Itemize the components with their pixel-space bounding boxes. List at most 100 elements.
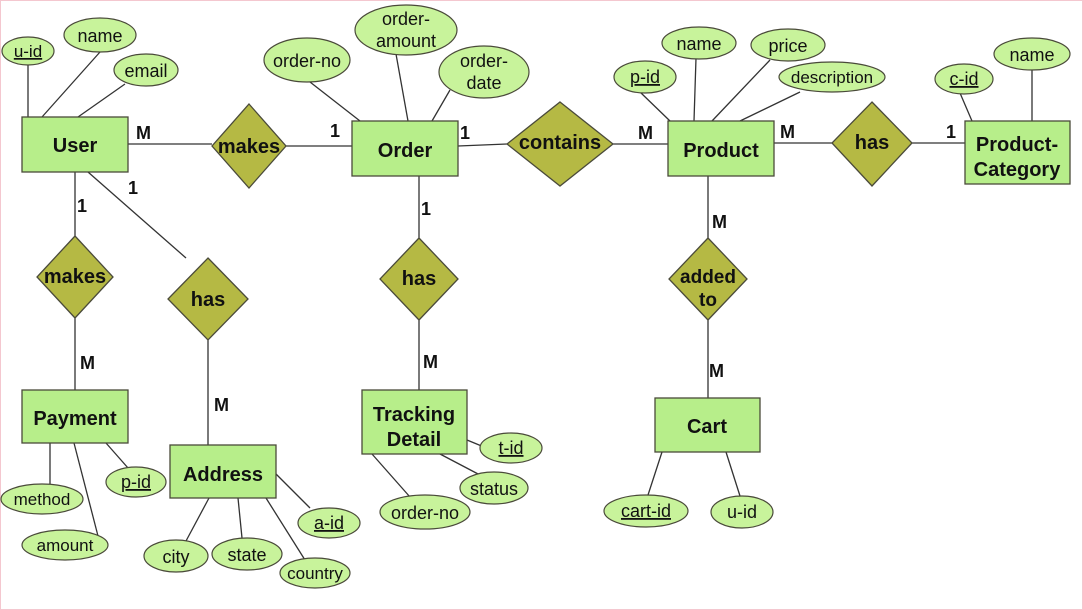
entity-tracking-label-1: Tracking: [373, 404, 455, 426]
svg-text:u-id: u-id: [727, 502, 757, 522]
svg-text:order-no: order-no: [273, 51, 341, 71]
relationship-order-has-tracking-label: has: [402, 268, 436, 290]
attribute-address-aid[interactable]: a-id: [297, 507, 361, 539]
attribute-order-amount[interactable]: order- amount: [354, 4, 458, 56]
attribute-address-country[interactable]: country: [279, 557, 351, 589]
svg-text:p-id: p-id: [630, 67, 660, 87]
relationship-user-makes-payment-label: makes: [44, 266, 106, 288]
relationship-added-to-label-2: to: [699, 290, 717, 311]
entity-address[interactable]: Address: [169, 444, 277, 499]
attribute-tracking-tid[interactable]: t-id: [479, 432, 543, 464]
entity-tracking-label-2: Detail: [387, 429, 441, 451]
svg-text:status: status: [470, 479, 518, 499]
cardinality-labels: M 1 1 M M 1 1 M 1 M 1 M M M: [77, 121, 956, 415]
cardinality-has-category: 1: [946, 122, 956, 142]
relationship-order-contains-product[interactable]: contains: [505, 101, 615, 187]
entity-payment-label: Payment: [33, 408, 117, 430]
svg-text:order-no: order-no: [391, 503, 459, 523]
cardinality-tracking-order: 1: [421, 199, 431, 219]
relationship-order-has-tracking[interactable]: has: [379, 237, 459, 321]
cardinality-has-product: M: [780, 122, 795, 142]
attribute-category-name[interactable]: name: [993, 37, 1071, 71]
entity-product-category[interactable]: Product- Category: [964, 120, 1071, 185]
entity-product-label: Product: [683, 140, 759, 162]
cardinality-tracking-tracking: M: [423, 352, 438, 372]
entity-product-category-label-2: Category: [974, 159, 1062, 181]
entity-order[interactable]: Order: [351, 120, 459, 177]
attribute-cart-uid[interactable]: u-id: [710, 495, 774, 529]
relationship-product-has-category-label: has: [855, 132, 889, 154]
svg-text:date: date: [466, 73, 501, 93]
attribute-tracking-status[interactable]: status: [459, 471, 529, 505]
svg-text:country: country: [287, 564, 343, 583]
attribute-user-email[interactable]: email: [113, 53, 179, 87]
attribute-tracking-orderno[interactable]: order-no: [379, 494, 471, 530]
entity-tracking-detail[interactable]: Tracking Detail: [361, 389, 468, 455]
relationship-product-has-category[interactable]: has: [831, 101, 913, 187]
svg-text:c-id: c-id: [949, 69, 978, 89]
svg-text:cart-id: cart-id: [621, 501, 671, 521]
cardinality-cart-cart: M: [709, 361, 724, 381]
attribute-payment-method[interactable]: method: [0, 483, 84, 515]
svg-text:email: email: [124, 61, 167, 81]
svg-text:amount: amount: [376, 31, 436, 51]
entity-product[interactable]: Product: [667, 120, 775, 177]
relationship-user-has-address[interactable]: has: [167, 257, 249, 341]
svg-text:a-id: a-id: [314, 513, 344, 533]
cardinality-address-address: M: [214, 395, 229, 415]
svg-text:city: city: [163, 547, 190, 567]
attribute-order-no[interactable]: order-no: [263, 37, 351, 83]
attribute-user-uid[interactable]: u-id: [1, 36, 55, 66]
cardinality-contains-product: M: [638, 123, 653, 143]
cardinality-payment-payment: M: [80, 353, 95, 373]
svg-text:state: state: [227, 545, 266, 565]
relationship-user-makes-payment[interactable]: makes: [36, 235, 114, 319]
svg-text:name: name: [1009, 45, 1054, 65]
cardinality-cart-product: M: [712, 212, 727, 232]
entity-address-label: Address: [183, 464, 263, 486]
cardinality-user-makes-user: M: [136, 123, 151, 143]
entity-user-label: User: [53, 135, 98, 157]
attribute-order-date[interactable]: order- date: [438, 45, 530, 99]
connector-lines: [27, 51, 1033, 561]
relationship-user-makes-order-label: makes: [218, 136, 280, 158]
attribute-address-city[interactable]: city: [143, 539, 209, 573]
svg-text:order-: order-: [382, 9, 430, 29]
attribute-payment-pid[interactable]: p-id: [105, 466, 167, 498]
attribute-address-state[interactable]: state: [211, 537, 283, 571]
svg-text:u-id: u-id: [14, 42, 42, 61]
relationship-product-added-to-cart[interactable]: added to: [668, 237, 748, 321]
relationship-user-has-address-label: has: [191, 289, 225, 311]
cardinality-user-makes-order: 1: [330, 121, 340, 141]
attribute-product-name[interactable]: name: [661, 26, 737, 60]
attribute-cart-cartid[interactable]: cart-id: [603, 494, 689, 528]
cardinality-payment-user: 1: [77, 196, 87, 216]
svg-text:order-: order-: [460, 51, 508, 71]
entity-user[interactable]: User: [21, 116, 129, 173]
cardinality-contains-order: 1: [460, 123, 470, 143]
svg-text:name: name: [77, 26, 122, 46]
svg-text:description: description: [791, 68, 873, 87]
relationship-added-to-label-1: added: [680, 267, 736, 288]
attribute-payment-amount[interactable]: amount: [21, 529, 109, 561]
entity-order-label: Order: [378, 140, 433, 162]
attribute-user-name[interactable]: name: [63, 17, 137, 53]
cardinality-address-user: 1: [128, 178, 138, 198]
svg-text:price: price: [768, 36, 807, 56]
entity-cart[interactable]: Cart: [654, 397, 761, 453]
attribute-product-pid[interactable]: p-id: [613, 60, 677, 94]
attribute-product-description[interactable]: description: [778, 61, 886, 93]
attribute-product-price[interactable]: price: [750, 28, 826, 62]
svg-text:name: name: [676, 34, 721, 54]
relationship-order-contains-product-label: contains: [519, 132, 601, 154]
entity-cart-label: Cart: [687, 416, 727, 438]
relationship-user-makes-order[interactable]: makes: [211, 103, 287, 189]
entity-product-category-label-1: Product-: [976, 134, 1058, 156]
attribute-category-cid[interactable]: c-id: [934, 63, 994, 95]
svg-text:method: method: [14, 490, 71, 509]
svg-text:amount: amount: [37, 536, 94, 555]
svg-text:t-id: t-id: [498, 438, 523, 458]
entity-payment[interactable]: Payment: [21, 389, 129, 444]
